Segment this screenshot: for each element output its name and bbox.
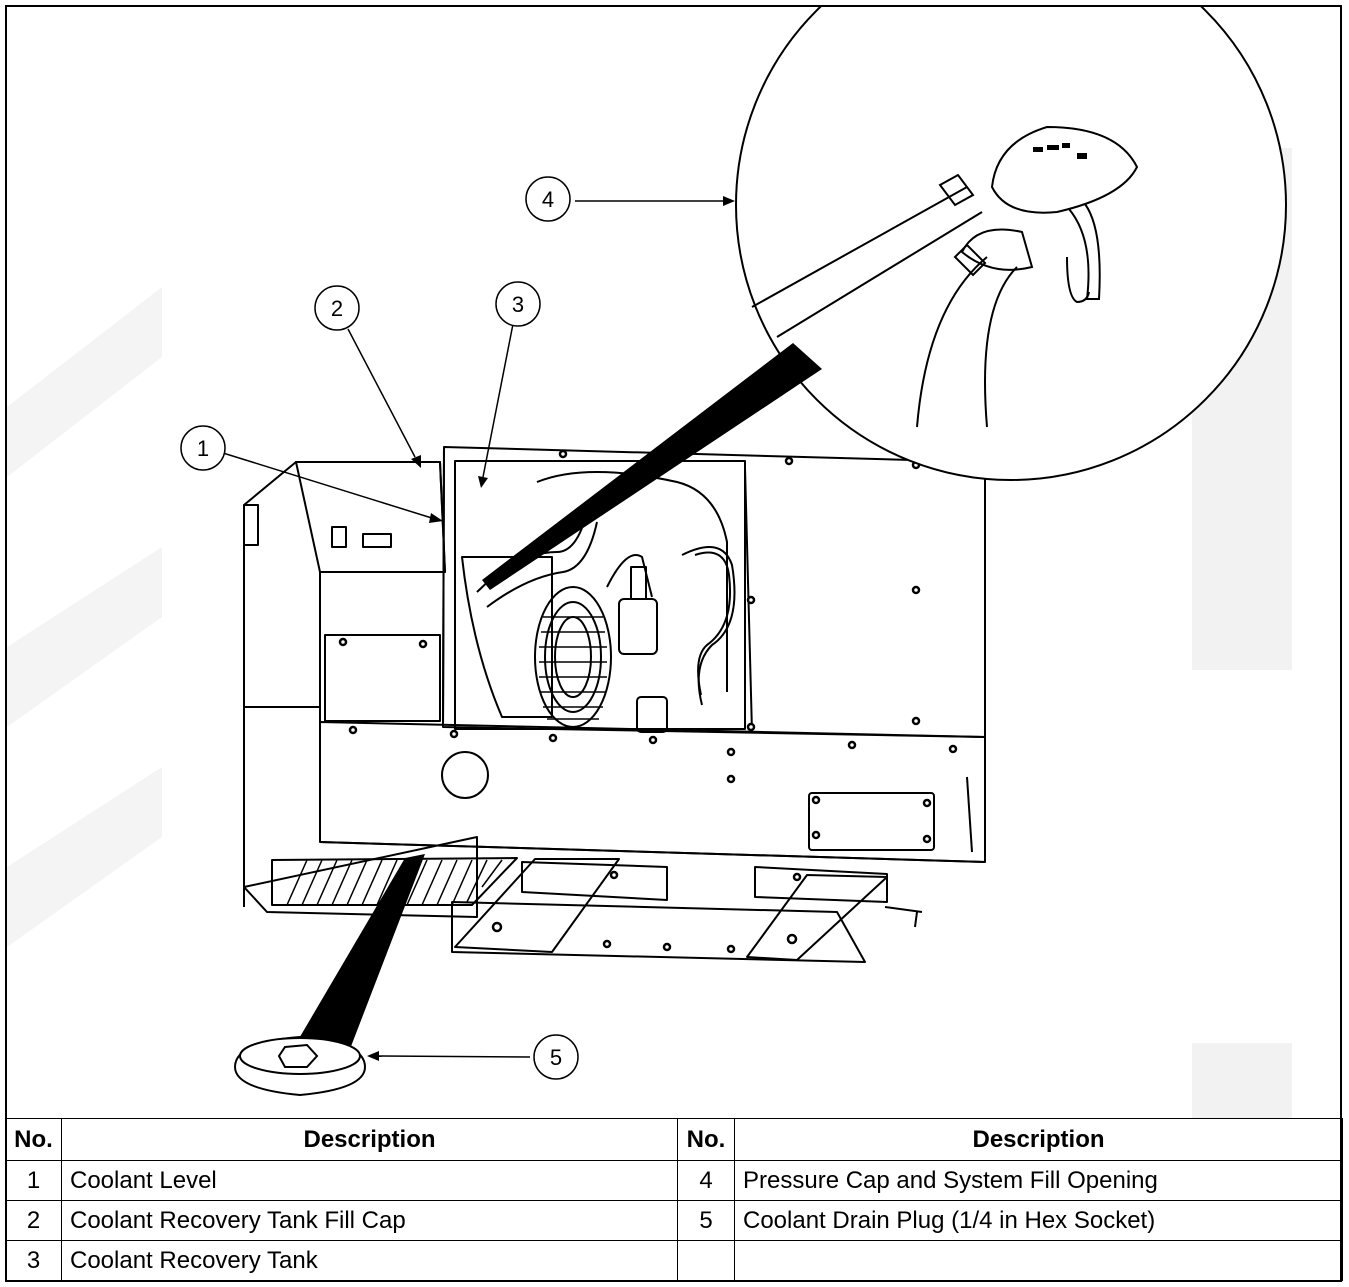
pressure-cap-detail	[735, 7, 1287, 481]
table-cell-number	[677, 1240, 735, 1281]
table-cell-number: 1	[5, 1160, 62, 1201]
callout-leaders	[222, 200, 724, 1058]
control-box	[243, 461, 446, 907]
callout-1-number: 1	[197, 436, 209, 461]
air-intake-grille	[271, 857, 518, 906]
table-row: 1 Coolant Level 4 Pressure Cap and Syste…	[5, 1160, 1343, 1201]
detail-beam-drain	[294, 854, 425, 1062]
header-description: Description	[61, 1118, 678, 1161]
watermark-stroke-3	[7, 767, 162, 947]
table-cell-description: Coolant Recovery Tank	[61, 1240, 678, 1281]
callout-4-number: 4	[542, 187, 554, 212]
fan-hatch	[539, 616, 607, 720]
fasteners	[338, 449, 958, 954]
table-row: 3 Coolant Recovery Tank	[5, 1240, 1343, 1281]
table-header-row: No. Description No. Description	[5, 1118, 1343, 1161]
callout-arrowheads	[367, 196, 735, 1061]
callout-5: 5	[533, 1034, 579, 1080]
header-number: No.	[5, 1118, 62, 1161]
watermark-stroke-2	[7, 547, 162, 727]
figure-frame	[5, 5, 1342, 1282]
header-number: No.	[677, 1118, 735, 1161]
callout-2-number: 2	[331, 296, 343, 321]
table-cell-description: Coolant Level	[61, 1160, 678, 1201]
callout-1: 1	[180, 425, 226, 471]
cap-logo	[1033, 143, 1087, 159]
table-row: 2 Coolant Recovery Tank Fill Cap 5 Coola…	[5, 1200, 1343, 1241]
table-cell-description: Pressure Cap and System Fill Opening	[734, 1160, 1343, 1201]
base-rails	[451, 858, 923, 963]
background-panel-bottom-right	[1192, 1043, 1292, 1118]
detail-beam-cap	[482, 343, 822, 590]
callout-3: 3	[495, 281, 541, 327]
table-cell-number: 2	[5, 1200, 62, 1241]
table-cell-description: Coolant Drain Plug (1/4 in Hex Socket)	[734, 1200, 1343, 1241]
table-cell-number: 5	[677, 1200, 735, 1241]
table-cell-number: 4	[677, 1160, 735, 1201]
callout-5-number: 5	[550, 1045, 562, 1070]
callout-2: 2	[314, 285, 360, 331]
parts-legend-table: No. Description No. Description 1 Coolan…	[5, 1118, 1343, 1281]
table-cell-description	[734, 1240, 1343, 1281]
table-cell-number: 3	[5, 1240, 62, 1281]
watermark-stroke-1	[7, 287, 162, 477]
enclosure	[243, 446, 986, 918]
callout-4: 4	[525, 176, 571, 222]
header-description: Description	[734, 1118, 1343, 1161]
callout-3-number: 3	[512, 292, 524, 317]
drain-plug-detail	[233, 854, 425, 1097]
table-cell-description: Coolant Recovery Tank Fill Cap	[61, 1200, 678, 1241]
generator-illustration: 1 2 3 4 5	[7, 7, 1340, 1118]
illustration-svg: 1 2 3 4 5	[7, 7, 1292, 1118]
